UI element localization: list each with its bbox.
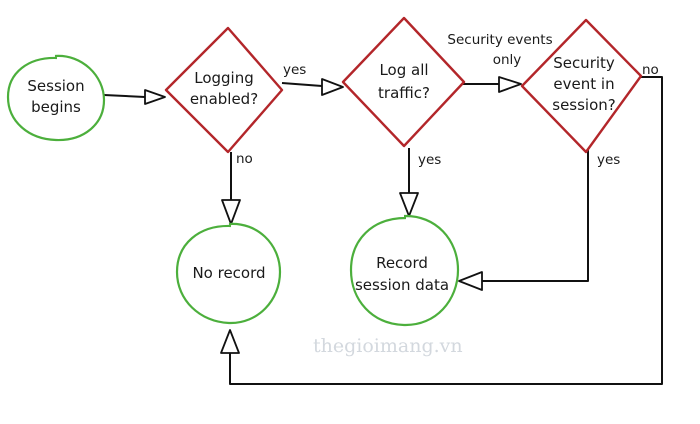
edge-label-logall-yes: yes <box>418 152 441 168</box>
connector-security-no <box>229 76 663 385</box>
edge-label-security-no: no <box>642 62 659 78</box>
arrowhead-logall <box>321 78 344 96</box>
session-begins-label-line1: Session <box>27 77 84 95</box>
security-event-label-line3: session? <box>552 96 616 114</box>
no-record-circle <box>175 222 282 325</box>
arrowhead-record-session <box>399 192 419 217</box>
connector-security-yes <box>482 150 589 282</box>
watermark: thegioimang.vn <box>313 335 463 357</box>
arrowhead-no-record <box>221 199 241 225</box>
log-all-traffic-label-line1: Log all <box>379 61 428 79</box>
connector-logging-to-logall <box>281 82 323 87</box>
logging-enabled-diamond <box>164 26 284 154</box>
log-all-traffic-diamond <box>341 16 466 148</box>
security-event-diamond <box>520 18 643 154</box>
edge-label-logging-yes: yes <box>283 62 306 78</box>
session-begins-label-line2: begins <box>31 98 81 116</box>
log-all-traffic-label-line2: traffic? <box>378 84 430 102</box>
edge-label-security-yes: yes <box>597 152 620 168</box>
connector-start-to-logging <box>103 94 146 98</box>
record-session-circle <box>349 214 460 327</box>
edge-label-logging-no: no <box>236 151 253 167</box>
logging-enabled-label-line2: enabled? <box>190 90 258 108</box>
arrowhead-security <box>498 76 522 93</box>
security-event-label-line2: event in <box>553 75 614 93</box>
edge-label-security-events-only-line1: Security events <box>447 32 552 48</box>
record-session-label-line2: session data <box>355 276 449 294</box>
session-begins-circle <box>6 54 106 142</box>
arrowhead-record-session-side <box>458 271 483 291</box>
no-record-label: No record <box>192 264 265 282</box>
logging-enabled-label-line1: Logging <box>194 69 254 87</box>
record-session-label-line1: Record <box>376 254 428 272</box>
arrowhead-no-record-bottom <box>220 329 240 354</box>
security-event-label-line1: Security <box>553 54 615 72</box>
arrowhead-logging <box>144 89 166 105</box>
edge-label-security-events-only-line2: only <box>493 52 522 68</box>
